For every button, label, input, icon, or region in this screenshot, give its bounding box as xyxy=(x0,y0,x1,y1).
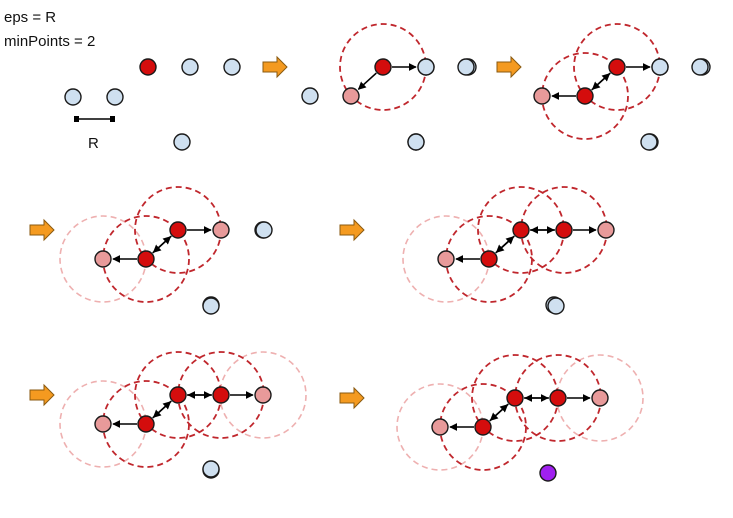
unvisited-point xyxy=(457,58,475,76)
core-point xyxy=(169,386,187,404)
core-point xyxy=(549,389,567,407)
unvisited-point xyxy=(547,297,565,315)
unvisited-point xyxy=(202,460,220,478)
unvisited-point xyxy=(651,58,669,76)
core-point xyxy=(169,221,187,239)
reachability-arrow xyxy=(495,235,515,253)
next-step-arrow xyxy=(339,218,365,242)
unvisited-point xyxy=(407,133,425,151)
reachability-arrow xyxy=(591,72,611,90)
core-point xyxy=(137,415,155,433)
reachability-arrow xyxy=(152,400,172,418)
border-point xyxy=(597,221,615,239)
eps-label: eps = R xyxy=(4,9,56,26)
reachability-arrow xyxy=(489,403,509,421)
unvisited-point xyxy=(106,88,124,106)
unvisited-point xyxy=(417,58,435,76)
radius-label: R xyxy=(88,135,99,152)
unvisited-point xyxy=(181,58,199,76)
core-point xyxy=(374,58,392,76)
radius-scale-endcap xyxy=(74,116,79,122)
core-point xyxy=(137,250,155,268)
border-point xyxy=(254,386,272,404)
unvisited-point xyxy=(202,297,220,315)
border-point xyxy=(533,87,551,105)
unvisited-point xyxy=(255,221,273,239)
next-step-arrow xyxy=(29,383,55,407)
core-point xyxy=(212,386,230,404)
core-point xyxy=(506,389,524,407)
border-point xyxy=(94,250,112,268)
next-step-arrow xyxy=(339,386,365,410)
border-point xyxy=(431,418,449,436)
core-point xyxy=(474,418,492,436)
border-point xyxy=(437,250,455,268)
core-point xyxy=(139,58,157,76)
unvisited-point xyxy=(301,87,319,105)
core-point xyxy=(555,221,573,239)
unvisited-point xyxy=(64,88,82,106)
border-point xyxy=(591,389,609,407)
next-step-arrow xyxy=(29,218,55,242)
core-point xyxy=(608,58,626,76)
unvisited-point xyxy=(640,133,658,151)
unvisited-point xyxy=(691,58,709,76)
radius-scale-endcap xyxy=(110,116,115,122)
min-points-label: minPoints = 2 xyxy=(4,33,95,50)
border-point xyxy=(212,221,230,239)
core-point xyxy=(576,87,594,105)
noise-point xyxy=(539,464,557,482)
next-step-arrow xyxy=(496,55,522,79)
core-point xyxy=(512,221,530,239)
unvisited-point xyxy=(173,133,191,151)
reachability-arrow xyxy=(152,235,172,253)
next-step-arrow xyxy=(262,55,288,79)
border-point xyxy=(342,87,360,105)
unvisited-point xyxy=(223,58,241,76)
core-point xyxy=(480,250,498,268)
reachability-arrow xyxy=(357,72,377,90)
border-point xyxy=(94,415,112,433)
